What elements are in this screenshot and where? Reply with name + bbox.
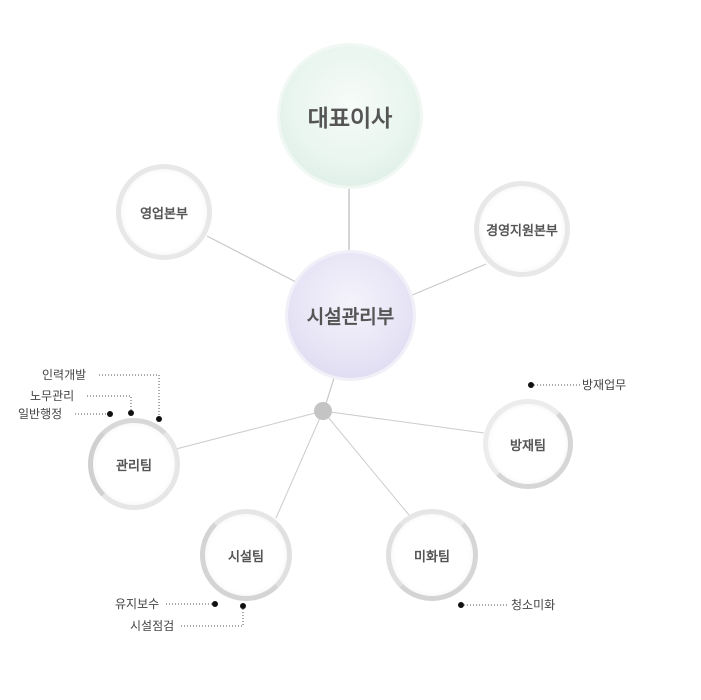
task-labor-management: 노무관리 bbox=[30, 389, 75, 403]
node-facility-management-dept: 시설관리부 bbox=[288, 253, 413, 378]
facility-team-label: 시설팀 bbox=[228, 549, 264, 565]
hub-junction bbox=[314, 402, 332, 420]
node-management-support-division: 경영지원본부 bbox=[474, 181, 570, 277]
connector-mgmt-center bbox=[409, 263, 487, 297]
leader-dot-fire-work bbox=[528, 382, 534, 388]
connector-hub-facility bbox=[275, 410, 324, 519]
ceo-label: 대표이사 bbox=[307, 106, 393, 132]
leader-hr bbox=[99, 374, 160, 419]
connector-hub-admin bbox=[175, 410, 324, 450]
fire-team-label: 방재팀 bbox=[510, 438, 546, 454]
leader-dot-labor bbox=[128, 410, 134, 416]
node-admin-team: 관리팀 bbox=[88, 418, 180, 510]
management-support-label: 경영지원본부 bbox=[486, 223, 558, 239]
sales-label: 영업본부 bbox=[140, 206, 188, 222]
leader-dot-hr bbox=[156, 416, 162, 422]
task-hr-development: 인력개발 bbox=[42, 368, 87, 382]
connector-hub-beautification bbox=[322, 410, 410, 516]
node-ceo: 대표이사 bbox=[280, 46, 420, 186]
connector-hub-fire bbox=[322, 410, 485, 434]
task-fire-prevention: 방재업무 bbox=[582, 378, 627, 392]
node-sales-division: 영업본부 bbox=[116, 164, 212, 260]
node-facility-team: 시설팀 bbox=[200, 509, 292, 601]
leader-inspection bbox=[181, 607, 244, 627]
task-cleaning: 청소미화 bbox=[511, 598, 556, 612]
leader-dot-inspection bbox=[240, 603, 246, 609]
task-general-administration: 일반행정 bbox=[18, 407, 63, 421]
leader-dot-cleaning bbox=[458, 602, 464, 608]
admin-team-label: 관리팀 bbox=[116, 458, 152, 474]
leader-dot-general bbox=[107, 411, 113, 417]
center-label: 시설관리부 bbox=[306, 306, 395, 328]
leader-dot-maintenance bbox=[212, 601, 218, 607]
node-fire-team: 방재팀 bbox=[483, 399, 573, 489]
task-facility-inspection: 시설점검 bbox=[130, 619, 175, 633]
node-beautification-team: 미화팀 bbox=[386, 509, 478, 601]
dotted-leaders bbox=[75, 374, 580, 627]
beautification-team-label: 미화팀 bbox=[414, 549, 450, 565]
connector-sales-center bbox=[206, 235, 297, 283]
task-maintenance: 유지보수 bbox=[115, 597, 160, 611]
